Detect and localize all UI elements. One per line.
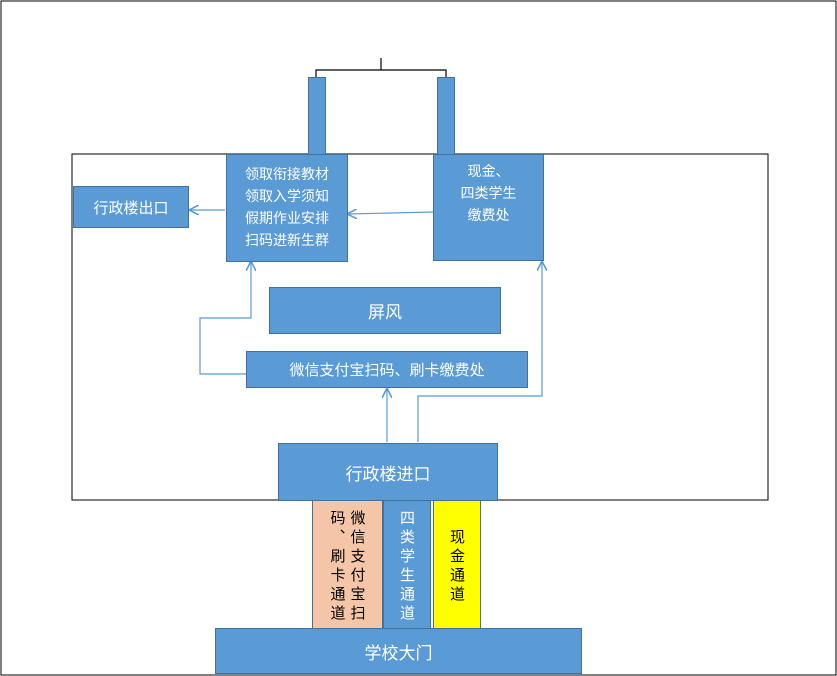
cash-line: 缴费处	[467, 208, 510, 224]
scan-pay-station-label: 微信支付宝扫码、刷卡缴费处	[289, 361, 485, 379]
screen-box: 屏风	[269, 287, 501, 334]
arrow-cash-to-pickup	[348, 212, 434, 214]
lane-cash-label: 现金通道	[448, 528, 466, 605]
school-gate-box: 学校大门	[215, 628, 582, 674]
admin-entrance-box: 行政楼进口	[278, 443, 498, 501]
pickup-line: 领取衔接教材	[245, 167, 329, 183]
pillar-right	[437, 77, 455, 157]
pillar-left	[308, 77, 326, 157]
top-bracket	[315, 58, 447, 77]
lane-scan-box: 微信支付宝扫码、刷卡通道	[312, 500, 383, 633]
admin-exit-box: 行政楼出口	[73, 186, 189, 228]
admin-exit-label: 行政楼出口	[93, 198, 169, 217]
screen-label: 屏风	[368, 303, 402, 323]
pickup-line: 假期作业安排	[245, 211, 329, 227]
lane-four-types-box: 四类学生通道	[383, 500, 431, 633]
lane-cash-box: 现金通道	[433, 500, 481, 633]
pickup-station-box: 领取衔接教材 领取入学须知 假期作业安排 扫码进新生群	[226, 154, 348, 262]
cash-line: 现金、	[467, 164, 510, 180]
cash-line: 四类学生	[460, 186, 517, 202]
pickup-line: 领取入学须知	[245, 189, 329, 205]
arrow-scanpay-to-pickup	[199, 262, 251, 375]
lane-four-types-label: 四类学生通道	[398, 509, 416, 624]
lane-scan-label: 微信支付宝扫码、刷卡通道	[328, 509, 367, 624]
admin-entrance-label: 行政楼进口	[345, 464, 431, 485]
arrow-entrance-to-cash	[417, 262, 542, 442]
cash-station-box: 现金、 四类学生 缴费处	[433, 154, 544, 261]
scan-pay-station-box: 微信支付宝扫码、刷卡缴费处	[246, 351, 528, 388]
pickup-line: 扫码进新生群	[245, 233, 329, 249]
school-gate-label: 学校大门	[364, 643, 433, 664]
